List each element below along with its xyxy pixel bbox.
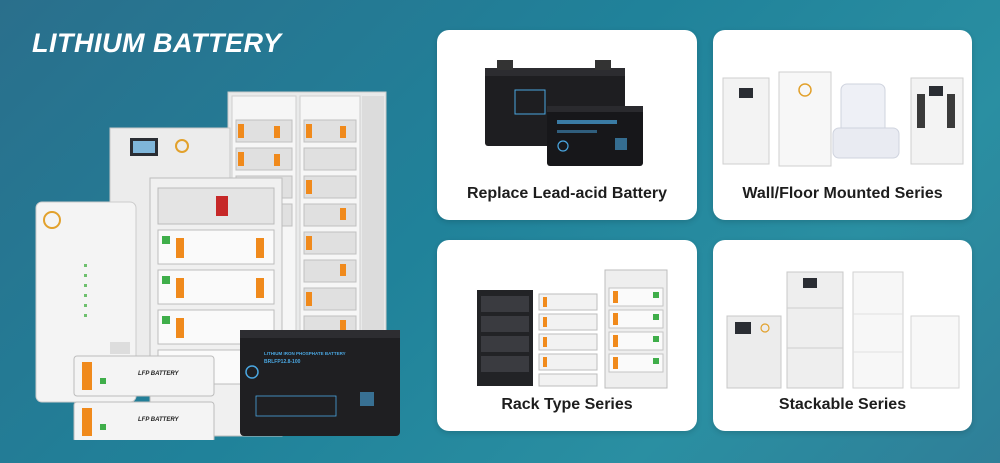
category-card-wall-floor-mounted[interactable]: Wall/Floor Mounted Series [713, 30, 972, 220]
category-card-replace-lead-acid[interactable]: Replace Lead-acid Battery [437, 30, 697, 220]
category-card-stackable[interactable]: Stackable Series [713, 240, 972, 431]
hero-product-collage: LFP BATTERY LFP BATTERY LITHIUM IRON PHO… [30, 80, 410, 443]
banner-title: LITHIUM BATTERY [32, 28, 282, 58]
wall-floor-mounted-image [721, 38, 964, 188]
stackable-series-image [721, 248, 964, 398]
lead-acid-replacement-image [445, 38, 689, 188]
sealed-lithium-battery-image: LITHIUM IRON PHOSPHATE BATTERY BRLFP12.8… [240, 330, 400, 436]
sealed-battery-title: LITHIUM IRON PHOSPHATE BATTERY [264, 351, 346, 356]
sealed-battery-model: BRLFP12.8-100 [264, 359, 301, 365]
card-label-wall-floor-mounted: Wall/Floor Mounted Series [742, 185, 943, 202]
category-card-rack-type[interactable]: Rack Type Series [437, 240, 697, 431]
lfp-label-1: LFP BATTERY [138, 371, 180, 377]
card-label-replace-lead-acid: Replace Lead-acid Battery [466, 185, 668, 202]
lfp-battery-modules-image: LFP BATTERY LFP BATTERY [73, 355, 215, 443]
lfp-label-2: LFP BATTERY [138, 417, 180, 423]
card-label-rack-type: Rack Type Series [501, 396, 633, 413]
rack-type-image [445, 248, 689, 398]
card-label-stackable: Stackable Series [778, 396, 907, 413]
